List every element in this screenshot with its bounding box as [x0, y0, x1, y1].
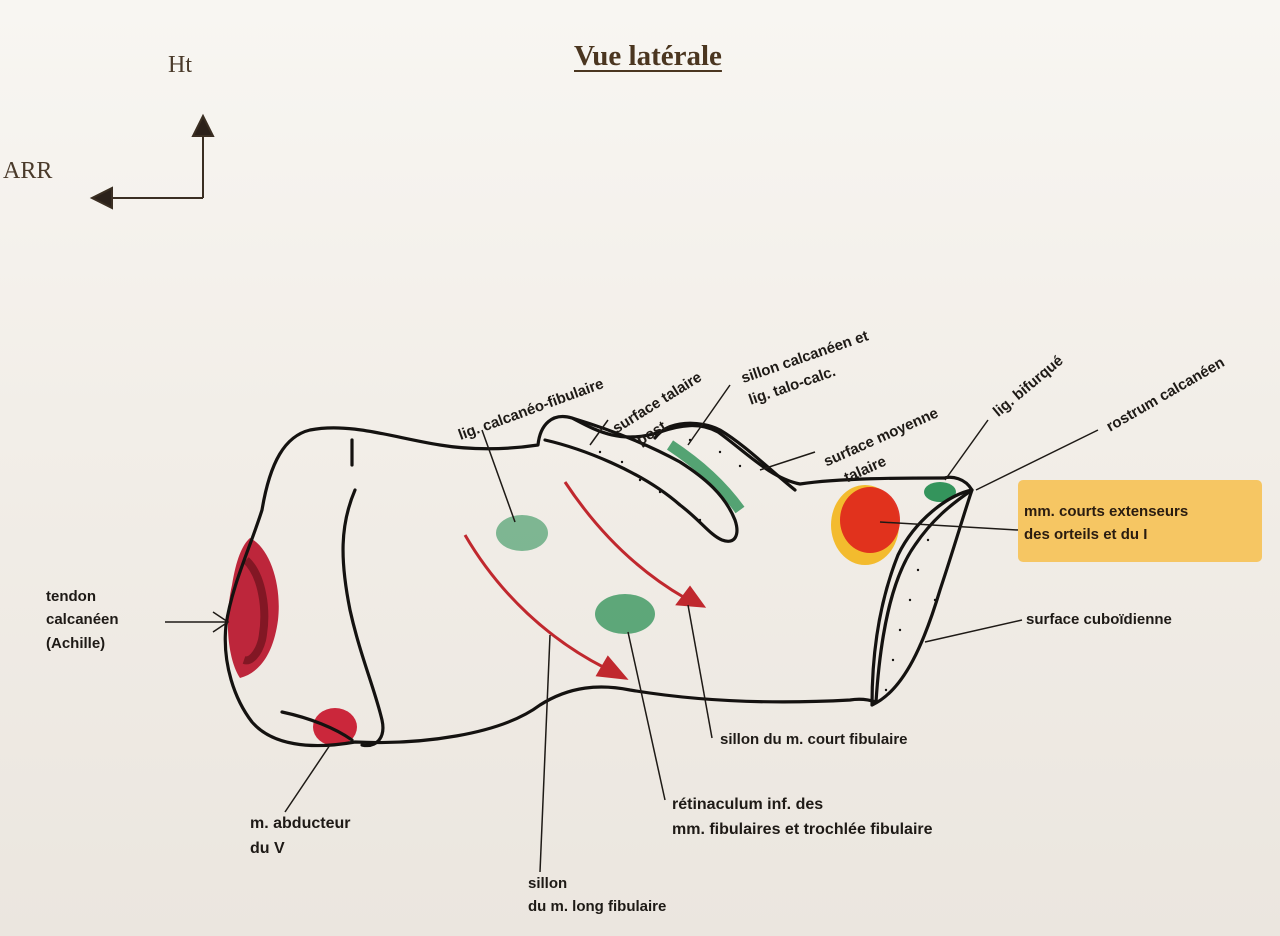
retinaculum-area — [595, 594, 655, 634]
articular-stipple — [598, 438, 937, 692]
label-abducteur: m. abducteur du V — [250, 815, 351, 857]
label-sillon-court-fibulaire: sillon du m. court fibulaire — [720, 731, 908, 748]
direction-back-label: ARR — [3, 158, 53, 184]
calcaneus-body-outline — [223, 415, 974, 748]
direction-up-label: Ht — [168, 52, 192, 78]
label-sillon-long-fibulaire: sillon du m. long fibulaire — [528, 875, 667, 916]
short-fibular-arrow-icon — [675, 585, 707, 608]
tuber-inner-line — [341, 488, 385, 748]
page-title: Vue latérale — [574, 40, 722, 72]
back-arrow-icon — [89, 186, 113, 210]
long-fibular-arrow-icon — [595, 655, 629, 680]
leader-lines — [165, 384, 1099, 873]
peroneal-tendon-arrows — [463, 481, 707, 680]
cuboid-surface — [870, 488, 974, 707]
label-surface-cuboidienne: surface cuboïdienne — [1026, 611, 1172, 628]
abductor-line — [280, 710, 354, 742]
calcaneofibular-ligament-area — [496, 515, 548, 551]
up-arrow-icon — [191, 113, 215, 137]
posterior-talar-surface — [543, 416, 739, 543]
label-tendon-calcaneen: tendon calcanéen (Achille) — [46, 588, 119, 652]
label-retinaculum: rétinaculum inf. des mm. fibulaires et t… — [672, 796, 933, 838]
label-courts-extenseurs: mm. courts extenseurs des orteils et du … — [1024, 503, 1189, 544]
bifurcate-ligament-area — [924, 482, 956, 502]
bone-outline — [223, 415, 974, 748]
highlight-box — [1018, 480, 1262, 562]
orientation-axes — [89, 113, 215, 210]
middle-talar-surface — [653, 421, 797, 492]
extensor-area-red — [840, 487, 900, 553]
